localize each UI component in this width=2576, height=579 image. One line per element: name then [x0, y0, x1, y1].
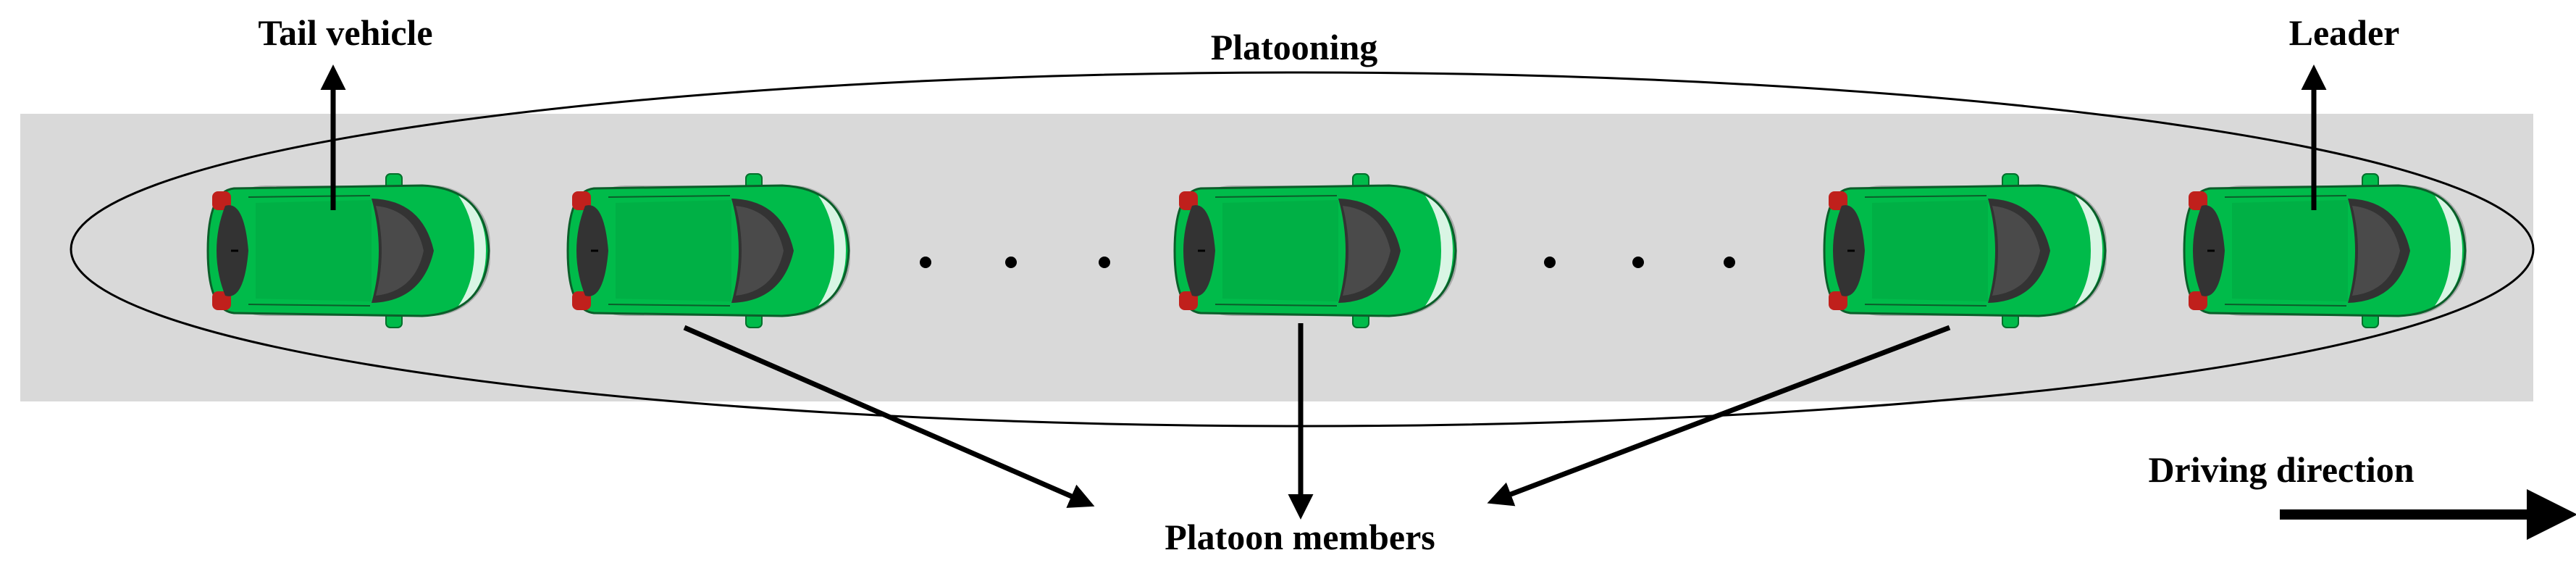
tail-vehicle-label: Tail vehicle	[258, 12, 432, 53]
ellipsis-dots-icon	[1544, 257, 1735, 268]
platoon-members-label: Platoon members	[1165, 517, 1435, 557]
member-arrow-left	[683, 325, 1095, 508]
car-topdown-icon	[1173, 172, 1459, 329]
car-topdown-icon	[2183, 172, 2468, 329]
car-topdown-icon	[566, 172, 852, 329]
car-topdown-icon	[1823, 172, 2108, 329]
driving-direction-label: Driving direction	[2148, 449, 2414, 490]
member-arrow-right	[1487, 325, 1951, 507]
leader-label: Leader	[2289, 12, 2400, 53]
car-topdown-icon	[206, 172, 492, 329]
platooning-label: Platooning	[1211, 27, 1378, 67]
ellipsis-dots-icon	[920, 257, 1110, 268]
